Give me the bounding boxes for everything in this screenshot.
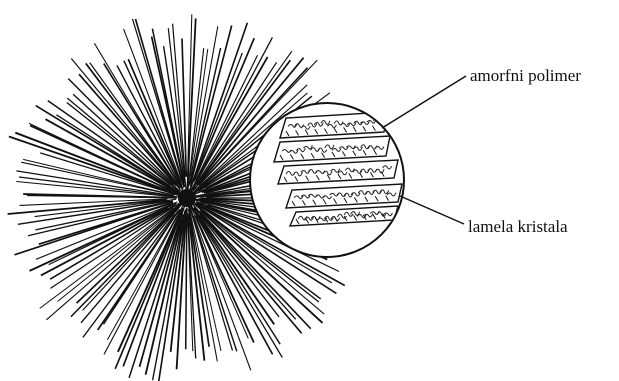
leader-line-lamella [400,196,464,224]
label-crystal-lamella: lamela kristala [468,217,568,236]
fibril-line [189,215,205,360]
fibril-line [29,123,178,193]
fibril-line [40,153,181,196]
leader-line-amorphous [382,76,466,128]
label-amorphous-polymer: amorfni polimer [470,66,581,85]
spherulite-nucleus [178,189,196,207]
magnified-inset [250,103,404,257]
